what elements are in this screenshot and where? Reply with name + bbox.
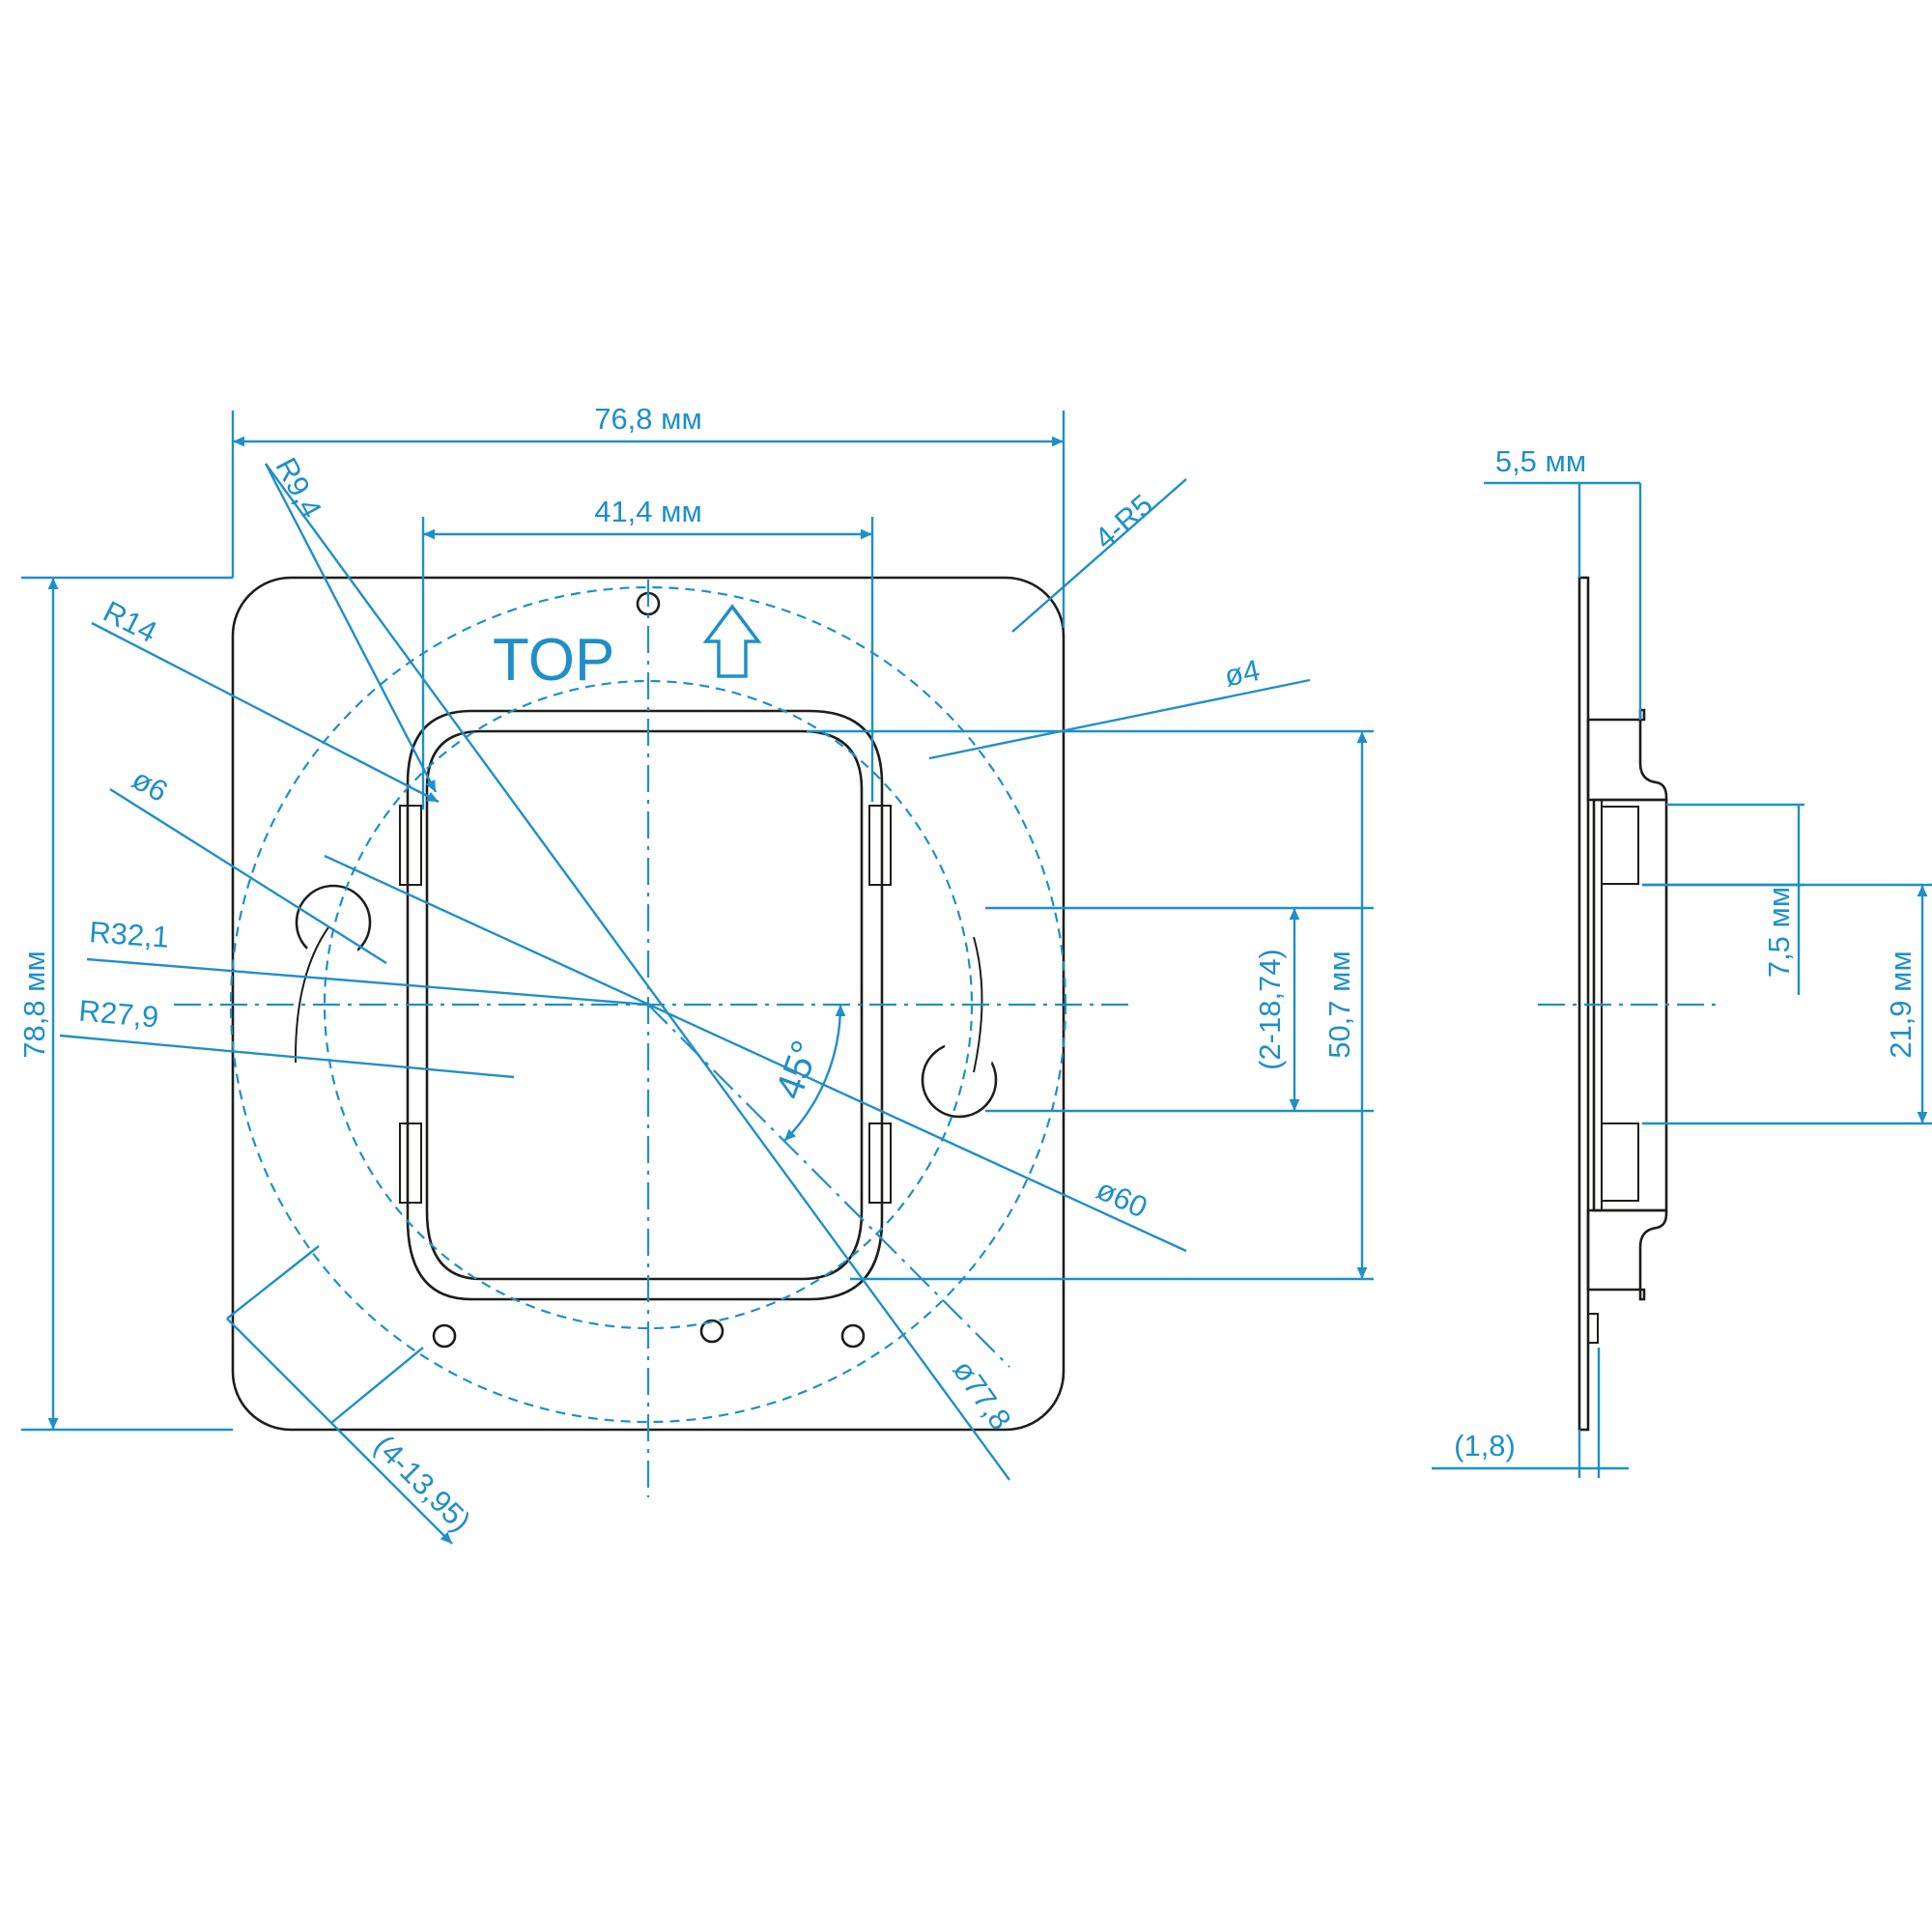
side-center-body — [1592, 798, 1668, 1212]
latch-height-label: 7,5 мм — [1762, 887, 1796, 978]
circle-77-8-label: ø77,8 — [947, 1353, 1018, 1435]
diagonal-centerline — [647, 1004, 1010, 1368]
bottom-hole-right — [840, 1323, 866, 1349]
radius-32-1-label: R32,1 — [88, 915, 170, 954]
corner-slot-label: (4-13,95) — [368, 1429, 478, 1539]
bottom-hole-left — [432, 1323, 457, 1349]
radius-14-label: R14 — [98, 594, 162, 649]
side-upper-latch — [1586, 708, 1668, 802]
circle-60-label: ø60 — [1092, 1172, 1152, 1224]
center-window-outer — [406, 709, 884, 1301]
height-label: 78,8 мм — [17, 951, 51, 1059]
reference-geometry — [174, 580, 1135, 1497]
hole-small-label: ø4 — [1221, 653, 1263, 694]
front-dimensions — [21, 411, 1374, 1545]
top-marking-label: TOP — [493, 627, 614, 694]
window-latch-tabs — [399, 805, 892, 1204]
bottom-hole-center — [699, 1319, 724, 1344]
slot-length-label: (2-18,74) — [1253, 949, 1287, 1070]
hole-6-label: ø6 — [127, 762, 174, 809]
slot-span-label: 50,7 мм — [1322, 951, 1356, 1059]
side-foot — [1587, 1313, 1599, 1344]
center-height-label: 21,9 мм — [1884, 951, 1918, 1059]
thickness-label: (1,8) — [1454, 1429, 1516, 1463]
depth-label: 5,5 мм — [1495, 444, 1586, 478]
radius-27-9-label: R27,9 — [77, 994, 159, 1035]
corner-radius-label: 4-R5 — [1088, 488, 1159, 556]
side-dimensions — [1432, 481, 1932, 1478]
side-dimension-labels: 5,5 мм (1,8) 7,5 мм 21,9 мм — [1454, 444, 1918, 1463]
width-label: 76,8 мм — [594, 402, 702, 436]
inner-width-label: 41,4 мм — [594, 495, 702, 528]
side-view — [1538, 576, 1719, 1432]
up-arrow-icon — [702, 604, 762, 678]
side-lower-latch — [1586, 1208, 1668, 1301]
side-keyhole-slots — [280, 884, 1001, 1119]
